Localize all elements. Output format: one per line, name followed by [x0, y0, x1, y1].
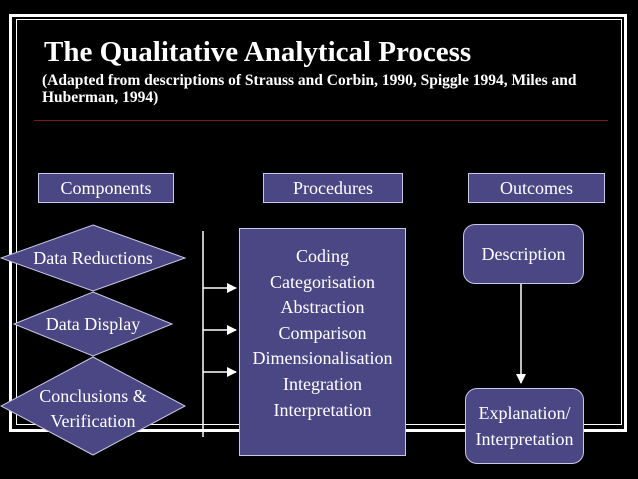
- header-components: Components: [38, 173, 174, 203]
- diamond-conclusions-verification: [0, 356, 187, 456]
- diamond-data-reductions: [0, 224, 187, 292]
- procedure-item: Coding: [295, 246, 349, 266]
- procedure-item: Dimensionalisation: [252, 348, 393, 369]
- procedure-item: Comparison: [278, 322, 367, 343]
- component-data-display-label: Data Display: [45, 314, 141, 334]
- diamond-data-display: [12, 291, 174, 357]
- component-conclusions-label-line2: Verification: [50, 411, 136, 431]
- component-conclusions-label-line1: Conclusions &: [39, 386, 147, 406]
- procedure-item: Interpretation: [273, 399, 372, 420]
- slide-subtitle: (Adapted from descriptions of Strauss an…: [42, 72, 577, 106]
- outcome-explanation-label-line2: Interpretation: [475, 429, 574, 449]
- title-divider: [34, 120, 608, 121]
- procedure-item: Abstraction: [280, 297, 365, 318]
- outcome-explanation-box: Explanation/ Interpretation: [465, 388, 584, 464]
- outcome-description-label: Description: [481, 244, 566, 264]
- slide-title: The Qualitative Analytical Process: [44, 36, 472, 68]
- header-procedures: Procedures: [263, 173, 403, 203]
- procedures-box: Coding Categorisation Abstraction Compar…: [239, 228, 406, 456]
- procedure-item: Categorisation: [270, 271, 375, 292]
- procedure-item: Integration: [283, 373, 362, 394]
- header-outcomes: Outcomes: [468, 173, 605, 203]
- outcome-description-box: Description: [463, 224, 584, 284]
- outcome-explanation-label-line1: Explanation/: [478, 403, 571, 423]
- component-data-reductions-label: Data Reductions: [33, 248, 153, 268]
